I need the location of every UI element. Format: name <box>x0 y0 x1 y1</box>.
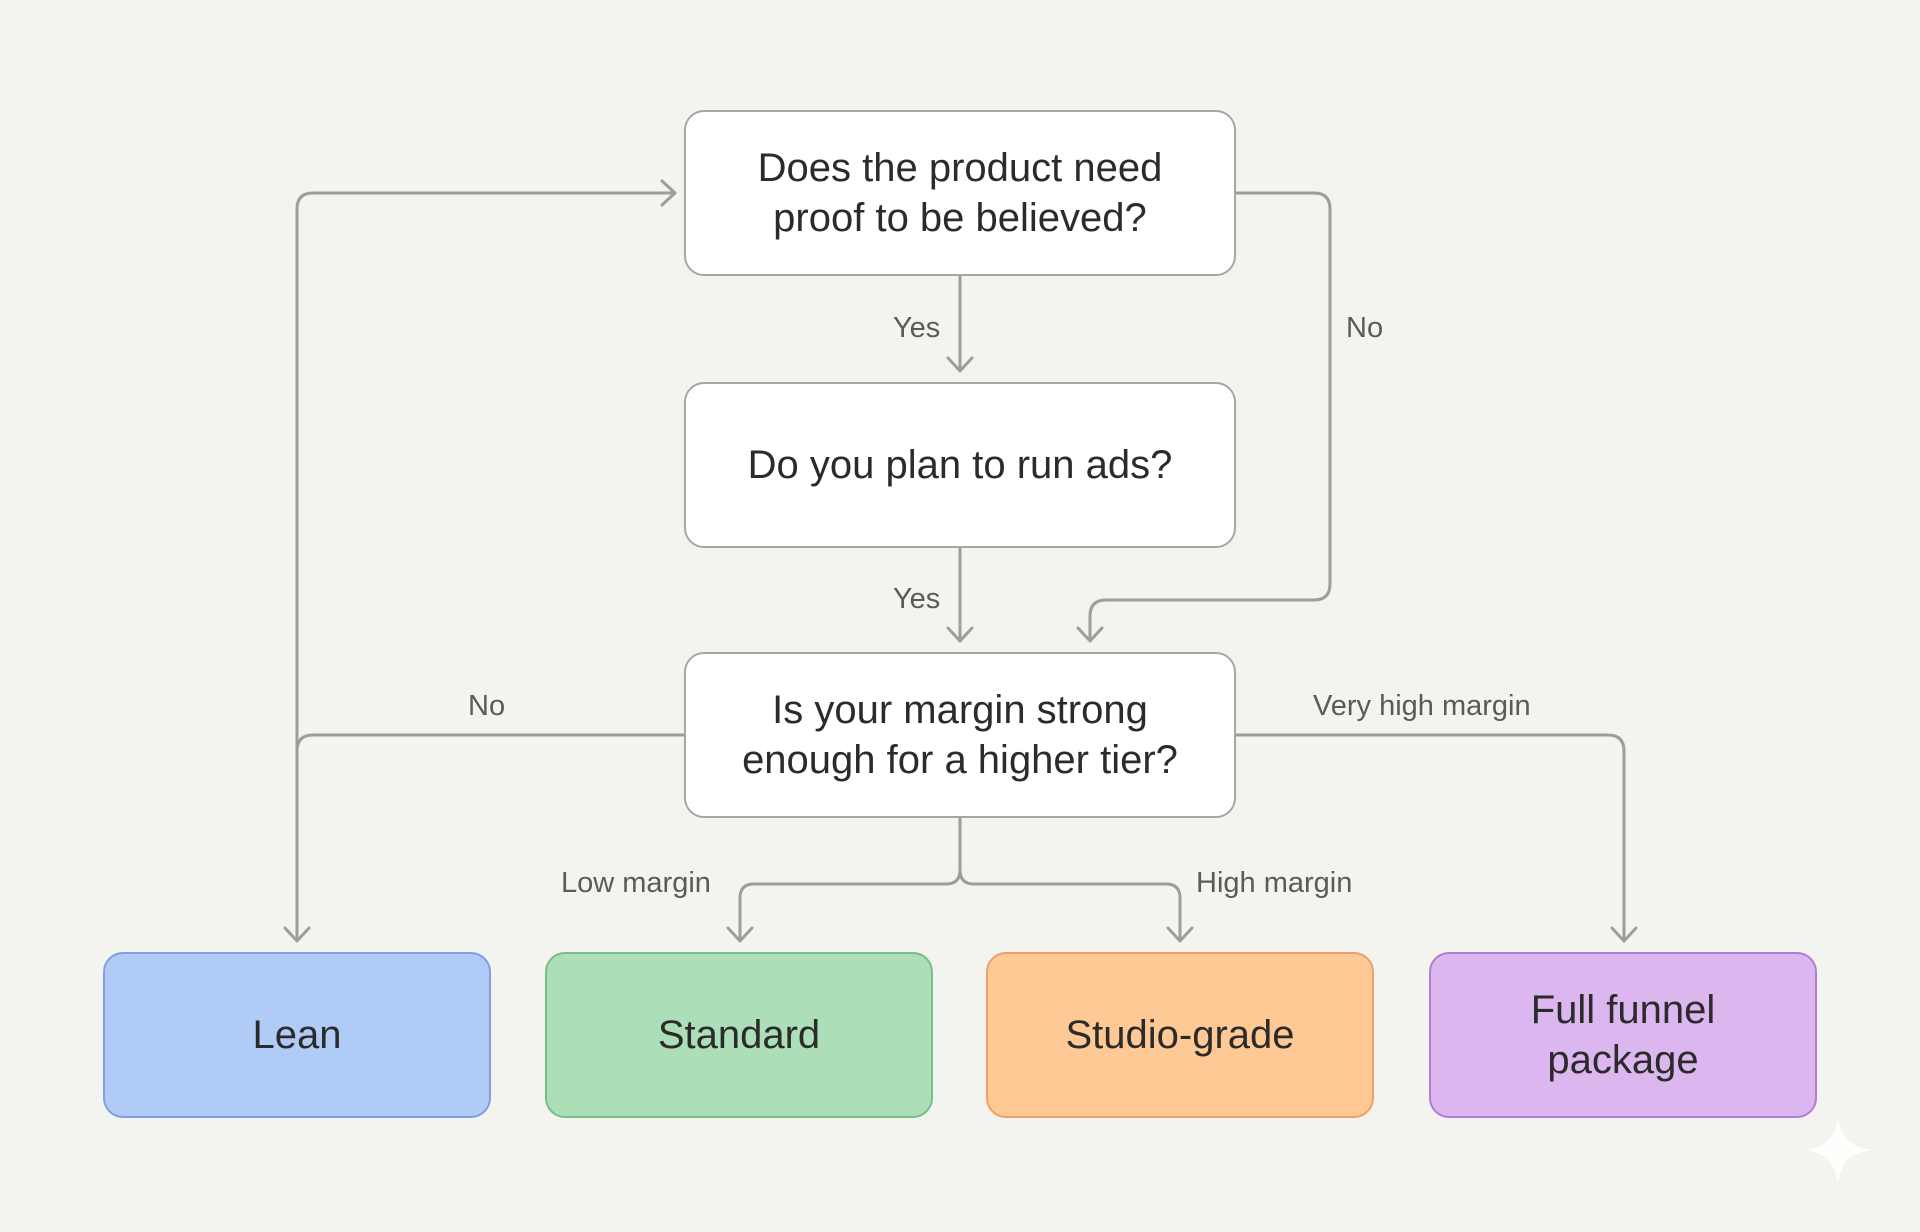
arrowhead-q1-yes <box>946 356 974 373</box>
edge-q3-down <box>738 816 962 942</box>
outcome-lean-node[interactable]: Lean <box>103 952 491 1118</box>
edge-q1-no <box>1088 191 1332 642</box>
arrowhead-studio <box>1166 926 1194 943</box>
label-q3-very-high: Very high margin <box>1313 690 1531 722</box>
outcome-full-funnel-node[interactable]: Full funnel package <box>1429 952 1817 1118</box>
question-proof-text: Does the product need proof to be believ… <box>757 146 1163 240</box>
edge-q3-high <box>958 868 1182 942</box>
arrowhead-q1-no <box>1076 626 1104 643</box>
outcome-full-funnel-text: Full funnel package <box>1530 988 1716 1082</box>
arrowhead-q2-yes <box>946 626 974 643</box>
label-q1-no: No <box>1346 312 1384 344</box>
arrowhead-full <box>1610 926 1638 943</box>
arrowhead-standard <box>726 926 754 943</box>
label-q3-low: Low margin <box>561 867 711 899</box>
label-q3-high: High margin <box>1196 867 1353 899</box>
question-margin-text: Is your margin strong enough for a highe… <box>742 688 1178 782</box>
question-margin-node[interactable]: Is your margin strong enough for a highe… <box>684 652 1236 818</box>
arrowhead-lean <box>283 926 311 943</box>
outcome-standard-text: Standard <box>657 1013 821 1057</box>
label-q1-yes: Yes <box>893 312 941 344</box>
edge-q3-very-high <box>1234 733 1626 942</box>
question-ads-text: Do you plan to run ads? <box>747 443 1173 487</box>
question-ads-node[interactable]: Do you plan to run ads? <box>684 382 1236 548</box>
outcome-studio-grade-node[interactable]: Studio-grade <box>986 952 1374 1118</box>
arrowhead-loop-to-q1 <box>660 179 677 207</box>
edge-loop-to-q1 <box>295 191 676 942</box>
outcome-lean-text: Lean <box>252 1013 342 1057</box>
outcome-studio-grade-text: Studio-grade <box>1065 1013 1295 1057</box>
edge-q3-no <box>295 733 686 942</box>
question-proof-node[interactable]: Does the product need proof to be believ… <box>684 110 1236 276</box>
label-q3-no: No <box>468 690 506 722</box>
label-q2-yes: Yes <box>893 583 941 615</box>
outcome-standard-node[interactable]: Standard <box>545 952 933 1118</box>
sparkle-icon <box>1804 1116 1872 1184</box>
